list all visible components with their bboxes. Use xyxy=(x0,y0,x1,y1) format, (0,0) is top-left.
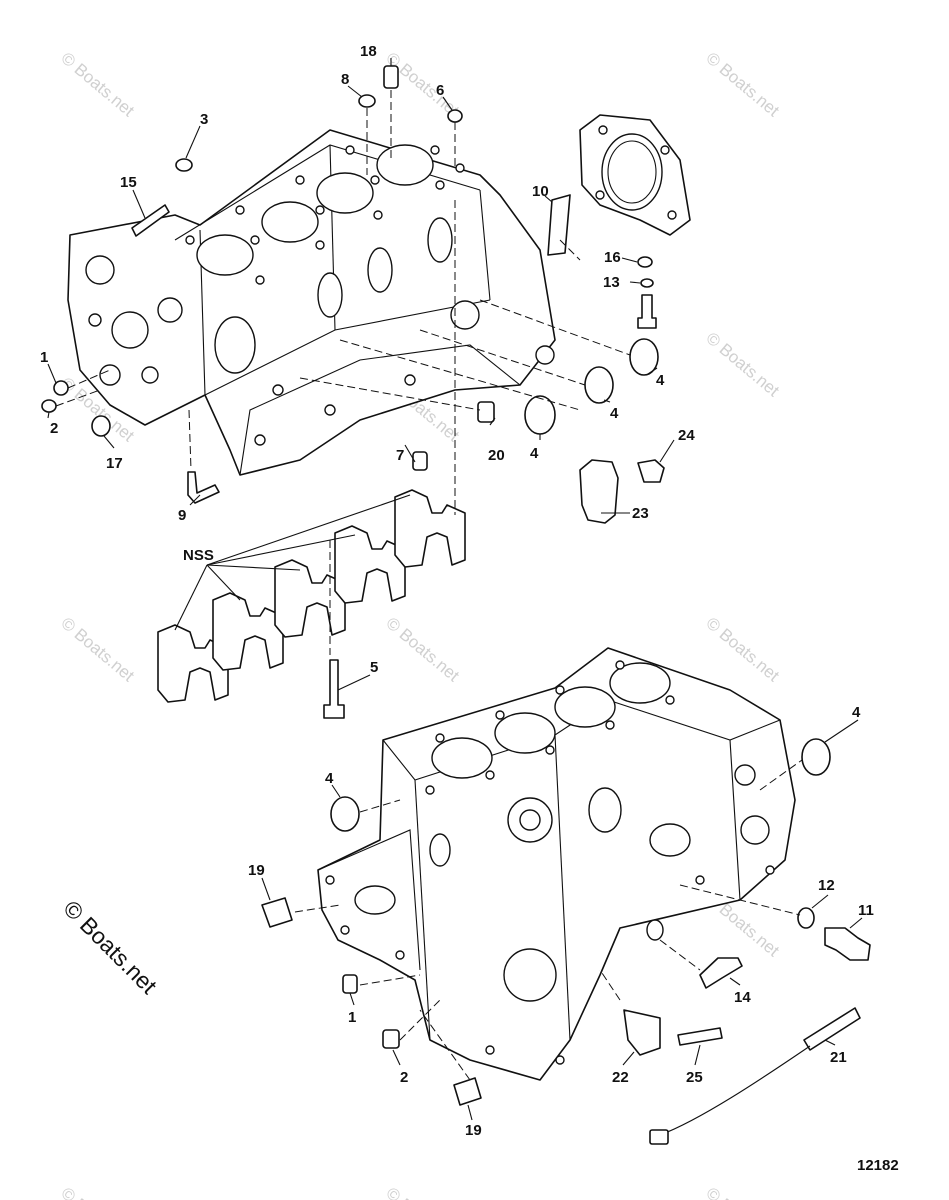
callout-14: 14 xyxy=(734,989,751,1006)
callout-19: 19 xyxy=(248,862,265,879)
part-21-harness-plug xyxy=(649,1129,669,1145)
callout-23: 23 xyxy=(632,505,649,522)
callout-9: 9 xyxy=(178,507,186,524)
part-11-sensor xyxy=(824,927,871,961)
part-4-seal xyxy=(330,796,360,832)
cover-bolt xyxy=(637,294,657,329)
callout-13: 13 xyxy=(603,274,620,291)
watermark: © Boats.net xyxy=(702,49,783,121)
callout-4: 4 xyxy=(656,372,665,389)
part-2-pin xyxy=(382,1029,400,1049)
callout-2: 2 xyxy=(400,1069,408,1086)
part-6-dowel xyxy=(447,109,463,123)
callout-12: 12 xyxy=(818,877,835,894)
callout-8: 8 xyxy=(341,71,349,88)
part-3-dowel xyxy=(175,158,193,172)
part-2-pin xyxy=(41,399,57,413)
part-9-pipe xyxy=(187,471,220,504)
watermark: © Boats.net xyxy=(702,329,783,401)
callout-5: 5 xyxy=(370,659,378,676)
part-10-tube xyxy=(547,194,571,256)
watermark: © Boats.net xyxy=(57,49,138,121)
callout-19: 19 xyxy=(465,1122,482,1139)
watermark: © Boats.net xyxy=(382,614,463,686)
callout-25: 25 xyxy=(686,1069,703,1086)
rear-seal-housing xyxy=(579,114,691,236)
part-13-washer xyxy=(640,278,654,288)
part-19-plug xyxy=(453,1077,482,1106)
part-4-seal xyxy=(629,338,659,376)
watermark: © Boats.net xyxy=(702,614,783,686)
watermark: © Boats.net xyxy=(382,1184,463,1200)
lower-small-parts xyxy=(261,738,871,1145)
part-22-sensor xyxy=(623,1009,661,1056)
part-1-pin xyxy=(53,380,69,396)
callout-1: 1 xyxy=(40,349,48,366)
callout-16: 16 xyxy=(604,249,621,266)
lower-cylinder-block xyxy=(317,647,796,1081)
part-20-plug xyxy=(477,401,495,423)
part-21-harness-connector xyxy=(803,1007,861,1051)
part-25-bolt xyxy=(677,1027,723,1046)
upper-small-parts xyxy=(41,65,665,719)
part-17-plug xyxy=(91,415,111,437)
main-bearing-caps xyxy=(157,489,466,703)
callout-11: 11 xyxy=(858,902,874,919)
callout-10: 10 xyxy=(532,183,549,200)
callout-labels: 18 8 6 3 15 10 16 13 1 4 4 2 17 7 20 4 2… xyxy=(40,43,874,1139)
callout-4: 4 xyxy=(530,445,539,462)
callout-22: 22 xyxy=(612,1069,629,1086)
part-19-plug xyxy=(261,897,293,928)
nss-label: NSS xyxy=(183,547,214,564)
upper-cylinder-block xyxy=(67,129,556,476)
part-16-washer xyxy=(637,256,653,268)
callout-15: 15 xyxy=(120,174,137,191)
part-24-switch xyxy=(637,459,665,483)
part-5-bolt xyxy=(323,659,345,719)
watermark: © Boats.net xyxy=(57,1184,138,1200)
callout-6: 6 xyxy=(436,82,444,99)
callout-18: 18 xyxy=(360,43,377,60)
callout-24: 24 xyxy=(678,427,695,444)
part-8-dowel xyxy=(358,94,376,108)
figure-number: 12182 xyxy=(857,1157,899,1174)
callout-7: 7 xyxy=(396,447,404,464)
callout-3: 3 xyxy=(200,111,208,128)
callout-4: 4 xyxy=(852,704,861,721)
part-23-oil-filter xyxy=(579,459,619,524)
callout-4: 4 xyxy=(610,405,619,422)
callout-4: 4 xyxy=(325,770,334,787)
callout-2: 2 xyxy=(50,420,58,437)
part-12-o-ring xyxy=(797,907,815,929)
callout-1: 1 xyxy=(348,1009,356,1026)
part-14-fitting xyxy=(699,957,743,989)
part-21-harness-wire xyxy=(659,1045,811,1136)
part-4-seal xyxy=(584,366,614,404)
watermark: © Boats.net xyxy=(57,614,138,686)
part-1-pin xyxy=(342,974,358,994)
watermark: © Boats.net xyxy=(702,1184,783,1200)
leader-lines xyxy=(47,58,863,1121)
part-15-stud xyxy=(131,204,170,237)
callout-20: 20 xyxy=(488,447,505,464)
part-7-plug xyxy=(412,451,428,471)
part-4-seal xyxy=(801,738,831,776)
part-18-plug xyxy=(383,65,399,89)
assembly-lines xyxy=(55,90,803,1081)
copyright-notice: © Boats.net xyxy=(58,895,162,999)
callout-21: 21 xyxy=(830,1049,847,1066)
callout-17: 17 xyxy=(106,455,123,472)
